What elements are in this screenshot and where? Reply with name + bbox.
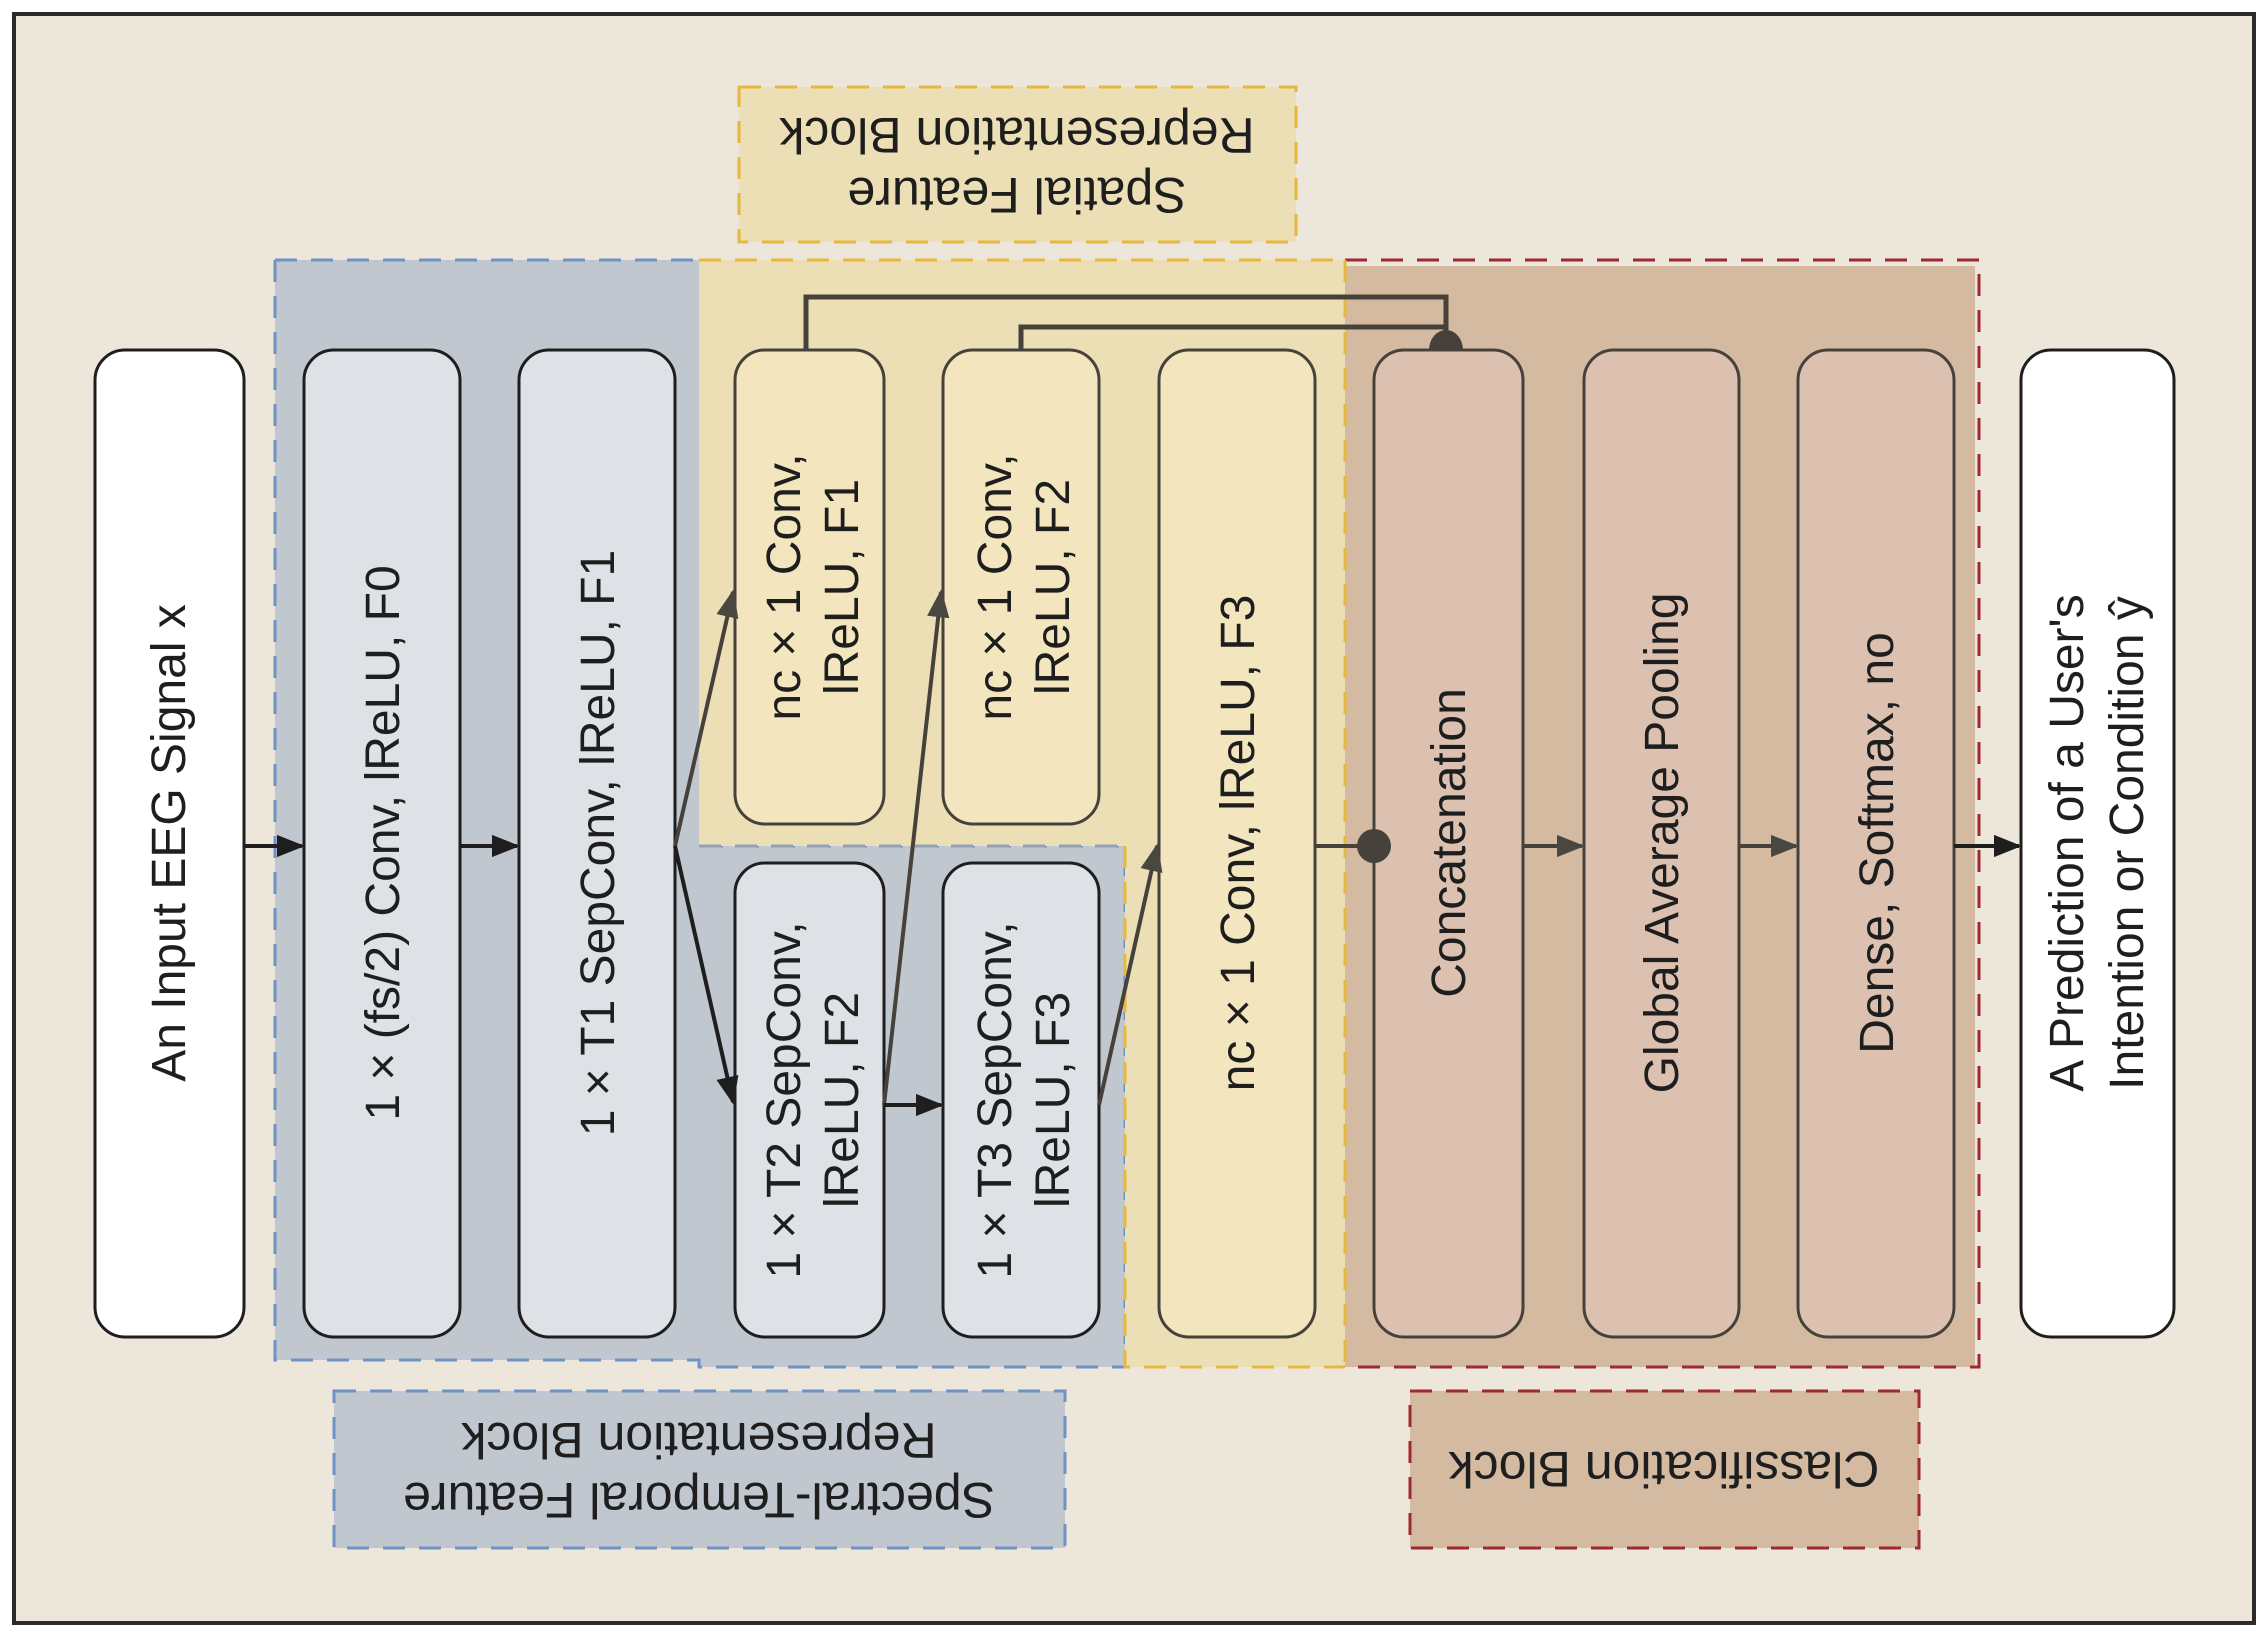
- layer-gap-label: Global Average Pooling: [1636, 593, 1689, 1094]
- layer-sepconv-t2-line1: 1 × T2 SepConv,: [758, 921, 811, 1278]
- layer-spatial-conv-f1: nc × 1 Conv, lReLU, F1: [733, 348, 886, 826]
- layer-spatial-conv-f2-line2: lReLU, F2: [1027, 479, 1080, 695]
- layer-temporal-conv: 1 × (fs/2) Conv, lReLU, F0: [302, 348, 462, 1339]
- input-box: An Input EEG Signal x: [93, 348, 246, 1339]
- spatial-block-label-line1: Spatial Feature: [847, 167, 1186, 223]
- skip-connection-f2: [1018, 324, 1446, 350]
- spectral-temporal-block-label-line1: Spectral-Temporal Feature: [403, 1472, 995, 1528]
- layer-spatial-conv-f3-label: nc × 1 Conv, lReLU, F3: [1212, 595, 1265, 1092]
- concat-side-junction-dot: [1357, 829, 1391, 863]
- layer-dense-softmax: Dense, Softmax, no: [1796, 348, 1956, 1339]
- layer-sepconv-t1-label: 1 × T1 SepConv, lReLU, F1: [572, 550, 625, 1137]
- arrow-sepconv3-to-spatial-f3: [1097, 843, 1163, 1106]
- layer-temporal-conv-label: 1 × (fs/2) Conv, lReLU, F0: [357, 565, 410, 1120]
- output-label-line1: A Prediction of a User's: [2041, 594, 2094, 1091]
- arrow-sepconv1-to-sepconv2: [673, 845, 739, 1105]
- layer-sepconv-t2-line2: lReLU, F2: [816, 992, 869, 1208]
- layer-sepconv-t1: 1 × T1 SepConv, lReLU, F1: [517, 348, 677, 1339]
- spatial-block-label: Spatial Feature Representation Block: [737, 85, 1298, 244]
- input-label: An Input EEG Signal x: [143, 604, 196, 1082]
- layer-spatial-conv-f1-line2: lReLU, F1: [816, 479, 869, 695]
- layer-concatenation-label: Concatenation: [1423, 688, 1476, 998]
- layer-sepconv-t3-line2: lReLU, F3: [1027, 992, 1080, 1208]
- layer-spatial-conv-f1-line1: nc × 1 Conv,: [758, 453, 811, 720]
- layer-dense-label: Dense, Softmax, no: [1851, 632, 1904, 1054]
- layer-global-average-pooling: Global Average Pooling: [1582, 348, 1741, 1339]
- output-label-line2: Intention or Condition ŷ: [2101, 596, 2154, 1090]
- spectral-temporal-block-label-line2: Representation Block: [460, 1412, 936, 1468]
- layer-spatial-conv-f3: nc × 1 Conv, lReLU, F3: [1157, 348, 1317, 1339]
- classification-block-label-text: Classification Block: [1448, 1441, 1880, 1497]
- classification-block-label: Classification Block: [1408, 1389, 1921, 1550]
- spectral-temporal-block-label: Spectral-Temporal Feature Representation…: [332, 1389, 1067, 1550]
- arrow-sepconv2-to-spatial-f2: [882, 589, 950, 1106]
- skip-connection-f1: [803, 294, 1449, 350]
- layer-sepconv-t2: 1 × T2 SepConv, lReLU, F2: [733, 861, 886, 1339]
- layer-sepconv-t3: 1 × T3 SepConv, lReLU, F3: [941, 861, 1101, 1339]
- output-box: A Prediction of a User's Intention or Co…: [2019, 348, 2176, 1339]
- layer-concatenation: Concatenation: [1372, 348, 1525, 1339]
- layer-spatial-conv-f2-line1: nc × 1 Conv,: [969, 453, 1022, 720]
- arrow-sepconv1-to-spatial-f1: [673, 589, 739, 847]
- spatial-block-label-line2: Representation Block: [778, 107, 1254, 163]
- layer-spatial-conv-f2: nc × 1 Conv, lReLU, F2: [941, 348, 1101, 826]
- layer-sepconv-t3-line1: 1 × T3 SepConv,: [969, 921, 1022, 1278]
